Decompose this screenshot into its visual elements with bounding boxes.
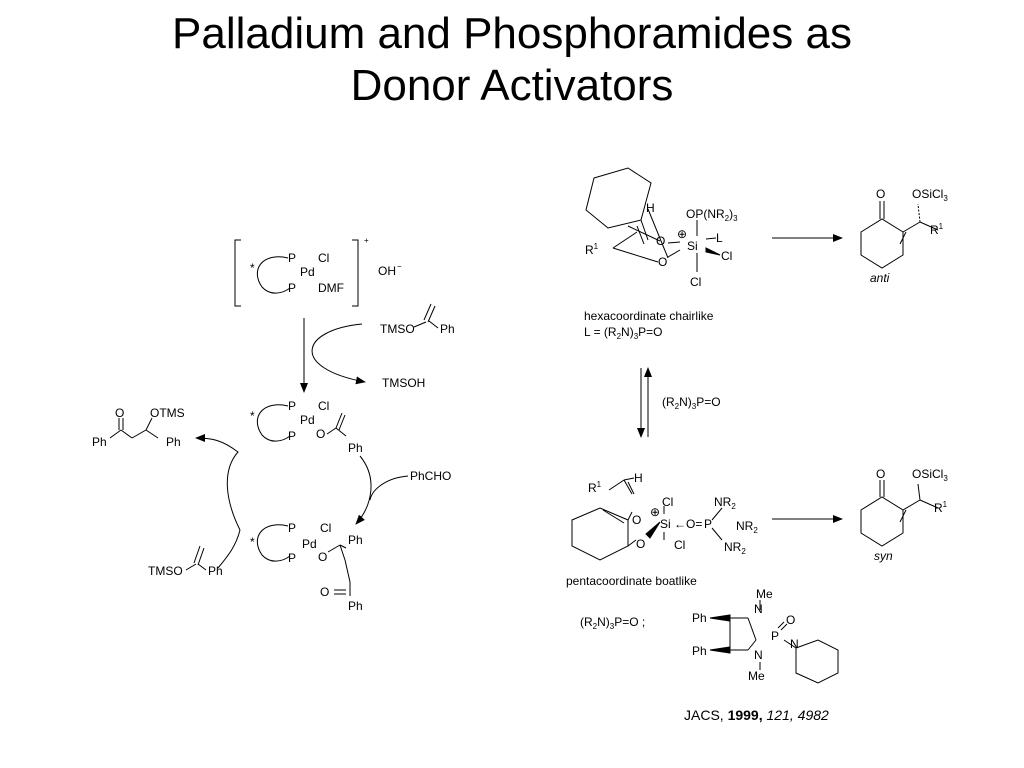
ligand-p: P	[771, 629, 779, 643]
bracket-charge: +	[364, 236, 369, 245]
penta-nr2-2: NR2	[736, 519, 758, 535]
pd-mid: Pd	[300, 413, 315, 427]
penta-nr2-1: NR2	[714, 495, 736, 511]
title-line-1: Palladium and Phosphoramides as	[172, 9, 852, 58]
p-mid-1: P	[288, 399, 296, 413]
ligand-ph-1: Ph	[692, 611, 707, 625]
pd-top: Pd	[300, 265, 315, 279]
hexa-caption-1: hexacoordinate chairlike	[584, 309, 714, 323]
hexa-r: R1	[585, 242, 599, 257]
hexa-si: Si	[687, 239, 698, 253]
syn-r: R1	[934, 500, 948, 515]
penta-plus: ⊕	[650, 505, 660, 519]
hexa-plus: ⊕	[677, 227, 687, 241]
ligand-n-1: N	[754, 602, 763, 616]
product-o: O	[115, 406, 124, 420]
anti-label: anti	[870, 271, 890, 285]
cl-bot: Cl	[320, 521, 331, 535]
citation-year: 1999,	[727, 707, 763, 723]
penta-o-1: O	[632, 513, 641, 527]
pd-bot: Pd	[302, 537, 317, 551]
ligand-ph-2: Ph	[692, 644, 707, 658]
ligand-n-2: N	[754, 648, 763, 662]
ligand-o: O	[786, 613, 795, 627]
counterion: OH	[378, 264, 396, 278]
ligand-me-2: Me	[748, 669, 765, 683]
phcho: PhCHO	[410, 469, 451, 483]
hexa-cl-2: Cl	[690, 275, 701, 289]
citation: JACS, 1999, 121, 4982	[684, 707, 829, 723]
hexa-l: L	[716, 231, 723, 245]
p-bot-1: P	[288, 521, 296, 535]
penta-cl-2: Cl	[674, 538, 685, 552]
penta-caption: pentacoordinate boatlike	[566, 574, 697, 588]
penta-h: H	[634, 471, 643, 485]
ligand-me-1: Me	[756, 587, 773, 601]
tmsoh: TMSOH	[382, 376, 425, 390]
p-top-2: P	[288, 281, 296, 295]
product-ph-2: Ph	[166, 435, 181, 449]
product-otms: OTMS	[150, 406, 185, 420]
title-line-2: Donor Activators	[350, 61, 674, 110]
ligand-def-prefix: (R2N)3P=O ;	[580, 615, 645, 631]
cl-top: Cl	[318, 251, 329, 265]
star-mid: *	[250, 409, 255, 423]
penta-si: Si	[660, 517, 671, 531]
hexa-o-2: O	[658, 255, 667, 269]
syn-o: O	[876, 467, 885, 481]
hexa-o-1: O	[656, 234, 665, 248]
p-mid-2: P	[288, 429, 296, 443]
hexa-caption-2: L = (R2N)3P=O	[584, 325, 663, 341]
o-bot-2: O	[320, 585, 329, 599]
cl-mid: Cl	[318, 399, 329, 413]
p-bot-2: P	[288, 551, 296, 565]
ph-bot-2: Ph	[348, 599, 363, 613]
p-top-1: P	[288, 251, 296, 265]
tmso-top: TMSO	[380, 322, 415, 336]
hexa-cl-1: Cl	[721, 249, 732, 263]
ph-mid: Ph	[348, 441, 363, 455]
penta-cl-1: Cl	[662, 495, 673, 509]
counterion-charge: −	[397, 262, 402, 271]
citation-volume-pages: 121, 4982	[762, 707, 829, 723]
slide-title: Palladium and Phosphoramides as Donor Ac…	[0, 8, 1024, 112]
product-ph-1: Ph	[92, 435, 107, 449]
penta-r: R1	[588, 480, 602, 495]
anti-osicl3: OSiCl3	[912, 187, 948, 203]
hexa-ligand: OP(NR2)3	[686, 207, 738, 223]
penta-arrow-o: ←O=	[674, 517, 702, 531]
anti-r: R1	[930, 222, 944, 237]
star-top: *	[250, 261, 255, 275]
syn-osicl3: OSiCl3	[912, 467, 948, 483]
ph-bot-3: Ph	[208, 564, 223, 578]
equilibrium-label: (R2N)3P=O	[662, 395, 721, 411]
ligand-n-3: N	[790, 637, 799, 651]
penta-nr2-3: NR2	[724, 540, 746, 556]
o-mid: O	[316, 427, 325, 441]
anti-o: O	[876, 187, 885, 201]
star-bot: *	[250, 535, 255, 549]
o-bot: O	[318, 550, 327, 564]
dmf: DMF	[318, 281, 344, 295]
hexa-h: H	[646, 201, 655, 215]
penta-o-2: O	[636, 537, 645, 551]
syn-label: syn	[874, 549, 893, 563]
tmso-bot: TMSO	[148, 564, 183, 578]
ph-top: Ph	[440, 322, 455, 336]
penta-p: P	[704, 517, 712, 531]
ph-bot-1: Ph	[348, 533, 363, 547]
citation-journal: JACS,	[684, 707, 728, 723]
